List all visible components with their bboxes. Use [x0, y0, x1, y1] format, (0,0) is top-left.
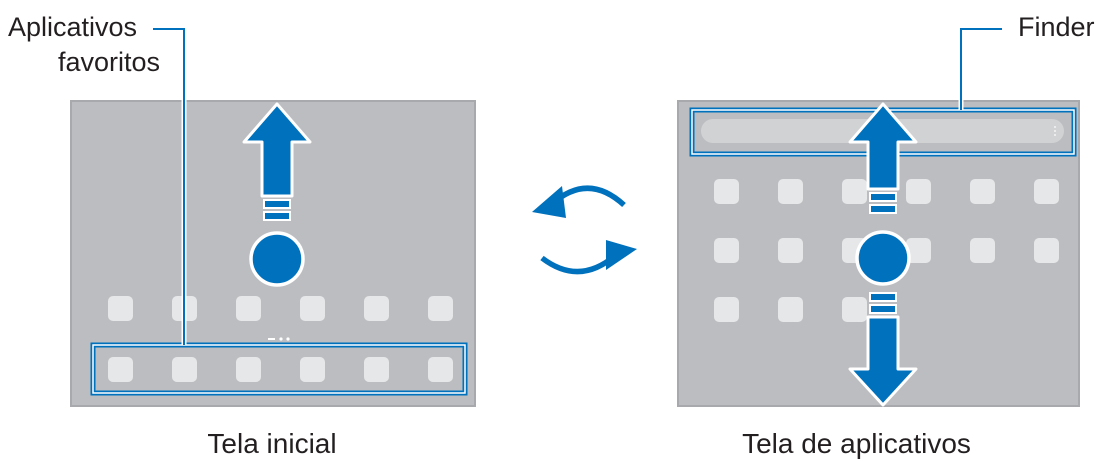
app-icon — [1034, 238, 1059, 263]
more-options-icon — [1054, 126, 1056, 128]
arrow-up-icon — [848, 102, 918, 214]
touch-point-icon — [249, 231, 305, 287]
app-icon — [842, 297, 867, 322]
app-icon — [906, 179, 931, 204]
favorite-app-icon — [428, 357, 453, 382]
apps-screen-caption: Tela de aplicativos — [742, 428, 971, 459]
arrow-up-icon — [242, 102, 312, 221]
page-indicator — [268, 337, 290, 341]
home-screen-caption: Tela inicial — [207, 428, 337, 459]
app-icon — [778, 297, 803, 322]
favorites-dock — [90, 342, 468, 396]
favorite-app-icon — [236, 357, 261, 382]
app-icon — [364, 296, 389, 321]
app-icon — [906, 238, 931, 263]
favorite-app-icon — [364, 357, 389, 382]
swipe-up-gesture — [242, 102, 312, 287]
home-screen — [70, 26, 476, 407]
touch-point-icon — [855, 230, 911, 286]
app-icon — [1034, 179, 1059, 204]
app-icon — [236, 296, 261, 321]
app-icon — [108, 296, 133, 321]
favorite-app-icon — [108, 357, 133, 382]
app-icon — [970, 179, 995, 204]
app-icon — [778, 238, 803, 263]
app-icon — [714, 297, 739, 322]
favorites-label-line1: Aplicativos — [8, 12, 138, 42]
circular-arrows-icon — [532, 185, 637, 275]
app-icon — [778, 179, 803, 204]
app-icon — [970, 238, 995, 263]
app-icon — [714, 238, 739, 263]
finder-label: Finder — [1018, 12, 1095, 42]
app-icon — [300, 296, 325, 321]
favorites-label-line2: favoritos — [58, 47, 161, 77]
favorite-app-icon — [172, 357, 197, 382]
apps-grid — [714, 179, 1059, 322]
arrow-down-icon — [848, 292, 918, 407]
app-icon — [428, 296, 453, 321]
app-icon — [842, 179, 867, 204]
finder-leader-line — [958, 26, 1002, 110]
swipe-gesture — [848, 102, 918, 407]
favorites-leader-line — [153, 26, 187, 345]
apps-screen — [677, 26, 1080, 407]
app-icon — [714, 179, 739, 204]
home-app-row — [108, 296, 453, 321]
favorite-app-icon — [300, 357, 325, 382]
